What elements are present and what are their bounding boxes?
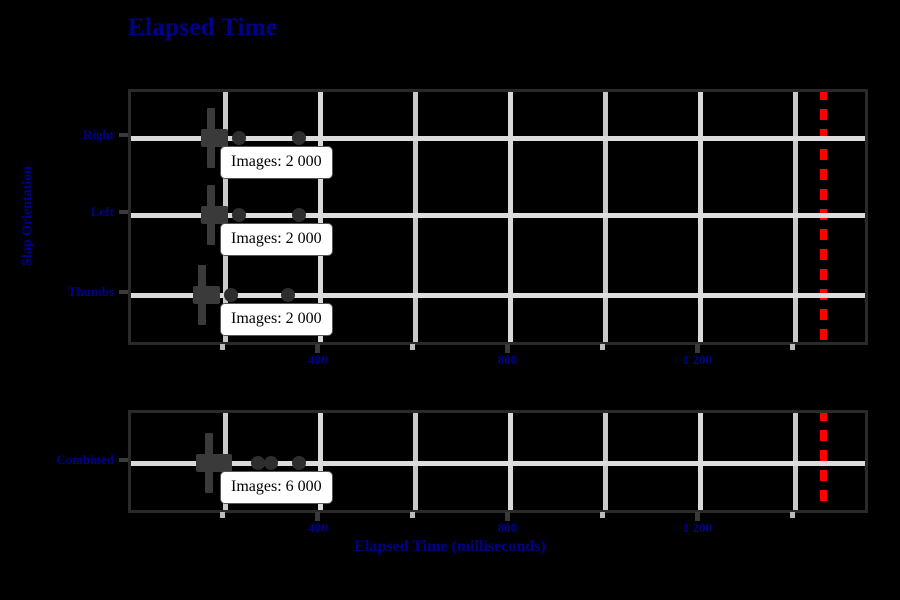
box [201, 129, 229, 147]
x-tick-major-top [315, 344, 321, 353]
x-tick-minor-top [789, 344, 795, 350]
gridline-category [131, 460, 865, 466]
outlier-point [223, 288, 238, 302]
x-tick-major-bottom [315, 512, 321, 521]
gridline-category [131, 212, 865, 218]
outlier-point [232, 131, 247, 145]
x-tick-major-top [694, 344, 700, 353]
box [192, 286, 221, 304]
box [196, 454, 232, 472]
y-axis-title: Slap Orientation [20, 166, 35, 266]
y-axis-label-right: Right [82, 127, 114, 142]
x-tick-major-bottom [504, 512, 510, 521]
x-axis-title: Elapsed Time (milliseconds) [354, 538, 546, 555]
x-tick-minor-top [599, 344, 605, 350]
chart-title: Elapsed Time [128, 14, 278, 41]
outlier-point [232, 208, 247, 222]
x-tick-major-top [504, 344, 510, 353]
whisker [133, 460, 252, 466]
outlier-point [280, 288, 295, 302]
outlier-point [292, 208, 307, 222]
box [201, 206, 229, 224]
outlier-point [263, 456, 278, 470]
panel-slap-orientation [128, 89, 868, 345]
median-line [205, 433, 214, 493]
median-line [198, 265, 207, 325]
whisker [133, 135, 248, 141]
gridline-category [131, 292, 865, 298]
x-tick-minor-top [410, 344, 416, 350]
plot-area-bottom [131, 413, 865, 510]
median-line [206, 108, 215, 168]
median-line [206, 185, 215, 245]
outlier-point [251, 456, 266, 470]
x-tick-minor-top [220, 344, 226, 350]
y-tick [119, 458, 128, 462]
x-tick-minor-bottom [410, 512, 416, 518]
x-tick-label-top-1: 800 [497, 352, 518, 367]
y-tick [119, 290, 128, 294]
y-tick [119, 210, 128, 214]
y-axis-label-combined: Combined [56, 452, 114, 467]
annotation-images-3: Images: 2 000 [220, 303, 333, 336]
y-axis-label-thumbs: Thumbs [67, 284, 114, 299]
x-tick-major-bottom [694, 512, 700, 521]
x-tick-label-bottom-0: 400 [307, 520, 328, 535]
x-tick-label-top-2: 1 200 [682, 352, 712, 367]
y-axis-label-left: Left [90, 204, 114, 219]
panel-combined [128, 410, 868, 513]
whisker [133, 292, 240, 298]
x-tick-minor-bottom [789, 512, 795, 518]
annotation-images-combined: Images: 6 000 [220, 471, 333, 504]
y-tick [119, 133, 128, 137]
outlier-point [292, 456, 307, 470]
x-tick-minor-bottom [599, 512, 605, 518]
x-tick-label-bottom-1: 800 [497, 520, 518, 535]
annotation-images-2: Images: 2 000 [220, 223, 333, 256]
annotation-images-1: Images: 2 000 [220, 146, 333, 179]
x-tick-label-top-0: 400 [307, 352, 328, 367]
gridline-category [131, 135, 865, 141]
whisker [133, 212, 248, 218]
x-tick-minor-bottom [220, 512, 226, 518]
outlier-point [292, 131, 307, 145]
x-tick-label-bottom-2: 1 200 [682, 520, 712, 535]
plot-area-top [131, 92, 865, 342]
